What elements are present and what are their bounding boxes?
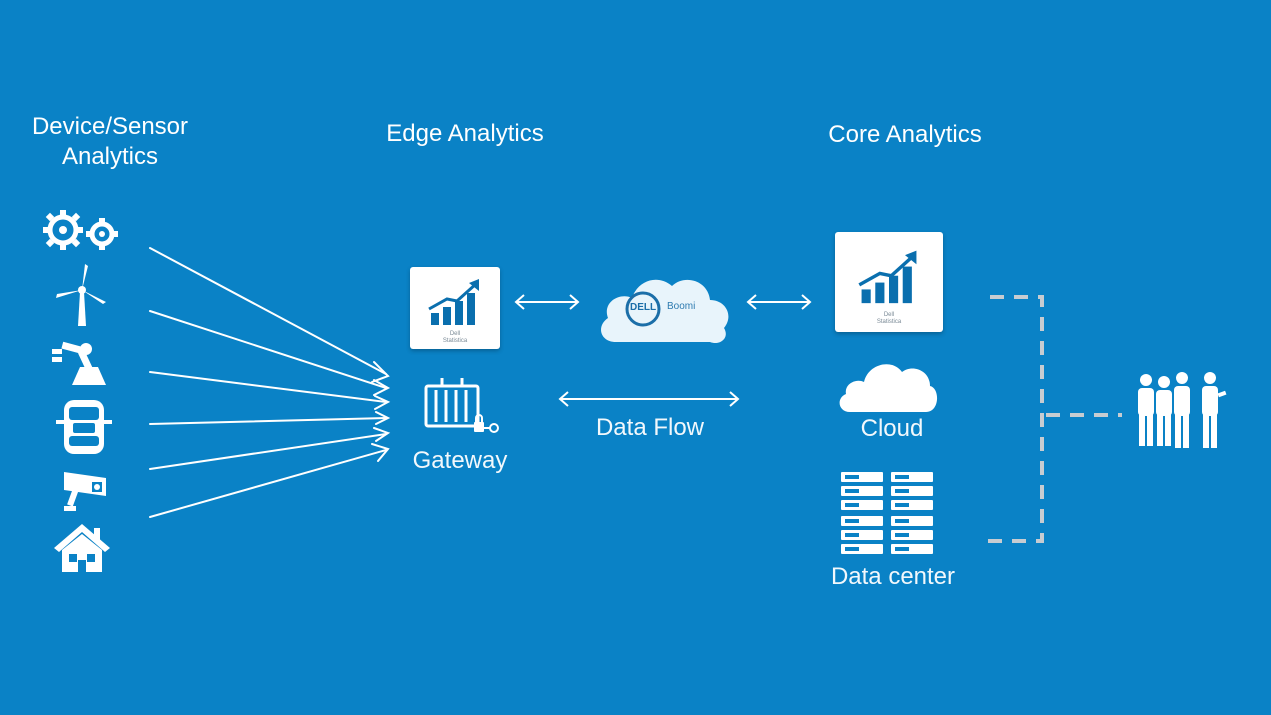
gears-icon (43, 210, 118, 250)
security-camera-icon (64, 472, 106, 511)
core-analytics-heading: Core Analytics (828, 121, 982, 148)
arrow-line (149, 310, 387, 389)
growth-chart-icon (428, 279, 479, 325)
arrow-line (149, 449, 387, 518)
wind-turbine-icon (56, 264, 106, 326)
edge-tile-caption: Dell Statistica (442, 331, 468, 344)
cloud-label: Cloud (860, 415, 924, 442)
growth-chart-icon (858, 250, 917, 304)
core-tile-caption: Dell Statistica (876, 312, 902, 325)
robot-arm-icon (52, 341, 106, 385)
dell-logo-icon (625, 291, 661, 327)
data-center-icon (841, 472, 933, 554)
boomi-text: Boomi (667, 301, 696, 312)
arrow-line (149, 433, 387, 470)
edge-statistica-tile: Dell Statistica (410, 267, 500, 349)
car-icon (56, 400, 112, 454)
data-center-label: Data center (830, 563, 956, 590)
gateway-label: Gateway (412, 447, 508, 474)
people-group-icon (1138, 372, 1227, 448)
edge-analytics-heading: Edge Analytics (386, 120, 544, 147)
gateway-icon (424, 378, 499, 433)
data-flow-label: Data Flow (595, 414, 705, 441)
arrow-line (149, 371, 387, 403)
arrow-line (149, 417, 387, 425)
device-sensor-analytics-heading: Device/Sensor Analytics (31, 113, 189, 170)
arrow-line (149, 247, 387, 375)
dell-logo-text: DELL (630, 302, 657, 313)
boomi-cloud-icon (601, 279, 729, 344)
house-icon (54, 524, 110, 572)
core-statistica-tile: Dell Statistica (835, 232, 943, 332)
cloud-icon (839, 364, 938, 412)
